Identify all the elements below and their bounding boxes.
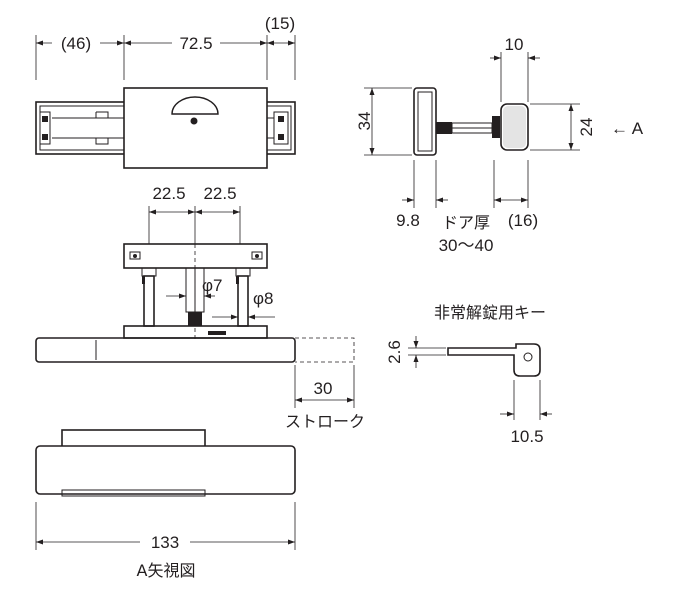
- front-view: 22.5 22.5 φ7 φ8: [35, 184, 365, 431]
- dim-knob-depth: 10: [505, 35, 524, 54]
- dim-side-spindle-length: (16): [508, 211, 538, 230]
- view-a: 133 A矢視図: [35, 429, 296, 580]
- dim-pitch-left: 22.5: [152, 184, 185, 203]
- side-view: 10 34 24 ← A: [355, 35, 644, 255]
- dim-stroke-value: 30: [314, 379, 333, 398]
- dim-side-body-height: 34: [355, 112, 374, 131]
- top-view: (46) 72.5 (15): [35, 12, 302, 169]
- dim-key-head-width: 10.5: [510, 427, 543, 446]
- view-arrow-a: ← A: [611, 119, 644, 138]
- dim-side-base-depth: 9.8: [396, 211, 420, 230]
- dim-pitch-right: 22.5: [203, 184, 236, 203]
- door-thickness-range: 30〜40: [439, 236, 494, 255]
- dim-side-knob-height: 24: [577, 118, 596, 137]
- emergency-key: 非常解錠用キー 2.6 10.5: [385, 303, 552, 446]
- dim-spindle-small: φ7: [202, 276, 222, 295]
- dim-overall-length: 133: [151, 533, 179, 552]
- door-thickness-title: ドア厚: [442, 213, 490, 232]
- dim-top-left-overhang: (46): [61, 34, 91, 53]
- stroke-label: ストローク: [285, 412, 365, 431]
- dim-top-right-overhang: (15): [265, 14, 295, 33]
- emergency-key-label: 非常解錠用キー: [434, 303, 546, 322]
- view-a-caption: A矢視図: [137, 561, 196, 580]
- dim-spindle-large: φ8: [253, 289, 273, 308]
- dim-key-thickness: 2.6: [385, 340, 404, 364]
- dim-top-body-width: 72.5: [179, 34, 212, 53]
